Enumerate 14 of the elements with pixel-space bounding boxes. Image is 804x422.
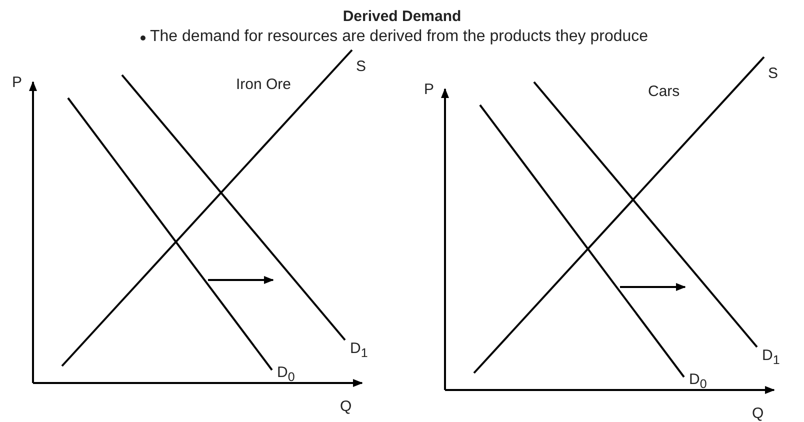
- curve-label: S: [768, 65, 778, 83]
- curve-label: S: [356, 58, 366, 76]
- axis-label: Q: [752, 405, 764, 422]
- axis-label: Q: [340, 398, 352, 416]
- bullet-text: The demand for resources are derived from the products they produce: [150, 28, 648, 46]
- chart-title: Derived Demand: [342, 8, 462, 26]
- curve-label: D$_{0}$: [689, 371, 707, 393]
- chart-label: Iron Ore: [236, 76, 292, 94]
- chart-label: Cars: [648, 83, 680, 101]
- curve-label: D$_{1}$: [762, 347, 780, 369]
- axis-label: P: [12, 74, 22, 92]
- curve-label: D$_{1}$: [350, 340, 368, 362]
- axis-label: P: [424, 81, 434, 99]
- curve-label: D$_{0}$: [277, 364, 295, 386]
